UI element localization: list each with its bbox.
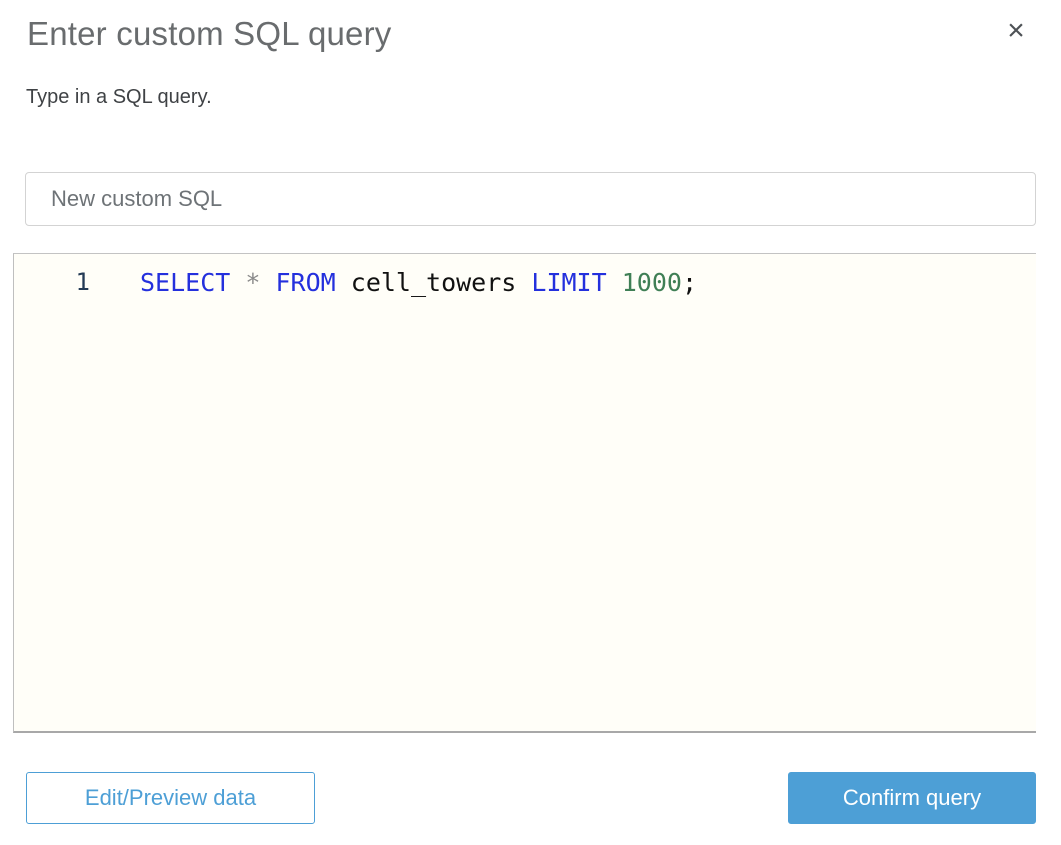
sql-token-keyword: SELECT	[140, 268, 231, 297]
sql-code-line: SELECT * FROM cell_towers LIMIT 1000;	[140, 267, 697, 298]
close-icon[interactable]: ×	[1007, 14, 1025, 47]
sql-token-plain	[260, 268, 275, 297]
sql-token-plain: ;	[681, 268, 697, 297]
sql-token-keyword: LIMIT	[531, 268, 607, 297]
sql-token-plain: cell_towers	[335, 268, 532, 297]
code-line-row: 1 SELECT * FROM cell_towers LIMIT 1000;	[14, 254, 1036, 298]
sql-token-plain	[607, 268, 622, 297]
sql-token-keyword: FROM	[275, 268, 336, 297]
sql-token-plain	[230, 268, 245, 297]
edit-preview-data-button[interactable]: Edit/Preview data	[26, 772, 315, 824]
sql-token-operator: *	[245, 268, 261, 297]
sql-code-editor[interactable]: 1 SELECT * FROM cell_towers LIMIT 1000;	[13, 253, 1036, 733]
query-name-input[interactable]	[25, 172, 1036, 226]
dialog-title: Enter custom SQL query	[27, 15, 392, 52]
confirm-query-button[interactable]: Confirm query	[788, 772, 1036, 824]
dialog-subtitle: Type in a SQL query.	[26, 86, 212, 108]
line-number: 1	[75, 268, 90, 296]
sql-token-number: 1000	[621, 268, 682, 297]
